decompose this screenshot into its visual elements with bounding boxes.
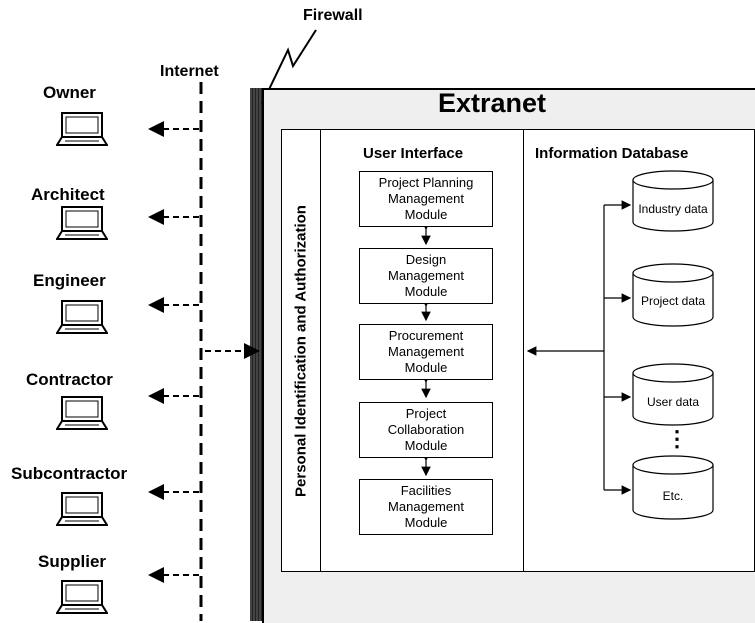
role-label-owner: Owner bbox=[43, 83, 96, 102]
db-label-etc: Etc. bbox=[662, 489, 684, 503]
internet-label: Internet bbox=[160, 63, 219, 80]
module-design: Design Management Module bbox=[359, 248, 493, 304]
module-project-collaboration: Project Collaboration Module bbox=[359, 402, 493, 458]
laptop-icon bbox=[56, 396, 108, 430]
db-ellipsis: ⋮ bbox=[666, 426, 688, 451]
database-cylinder-icon bbox=[632, 170, 714, 232]
user-interface-title: User Interface bbox=[363, 145, 464, 162]
db-label-industry: Industry data bbox=[638, 202, 708, 216]
role-label-contractor: Contractor bbox=[26, 370, 113, 389]
role-label-supplier: Supplier bbox=[38, 552, 107, 571]
module-facilities: Facilities Management Module bbox=[359, 479, 493, 535]
database-cylinder-icon bbox=[632, 363, 714, 426]
laptop-icon bbox=[56, 112, 108, 146]
info-db-title: Information Database bbox=[535, 145, 689, 162]
database-cylinder-icon bbox=[632, 455, 714, 520]
database-cylinder-icon bbox=[632, 263, 714, 327]
firewall-label: Firewall bbox=[303, 7, 363, 24]
firewall-bolt-icon bbox=[261, 29, 317, 105]
module-project-planning: Project Planning Management Module bbox=[359, 171, 493, 227]
db-label-project: Project data bbox=[640, 294, 706, 308]
role-label-engineer: Engineer bbox=[33, 271, 106, 290]
laptop-icon bbox=[56, 206, 108, 240]
extranet-title: Extranet bbox=[438, 88, 547, 118]
laptop-icon bbox=[56, 300, 108, 334]
role-label-subcontractor: Subcontractor bbox=[11, 464, 128, 483]
laptop-icon bbox=[56, 492, 108, 526]
db-divider bbox=[523, 129, 524, 572]
db-label-user: User data bbox=[646, 395, 700, 409]
auth-strip bbox=[281, 129, 321, 572]
role-label-architect: Architect bbox=[31, 185, 105, 204]
laptop-icon bbox=[56, 580, 108, 614]
module-procurement: Procurement Management Module bbox=[359, 324, 493, 380]
